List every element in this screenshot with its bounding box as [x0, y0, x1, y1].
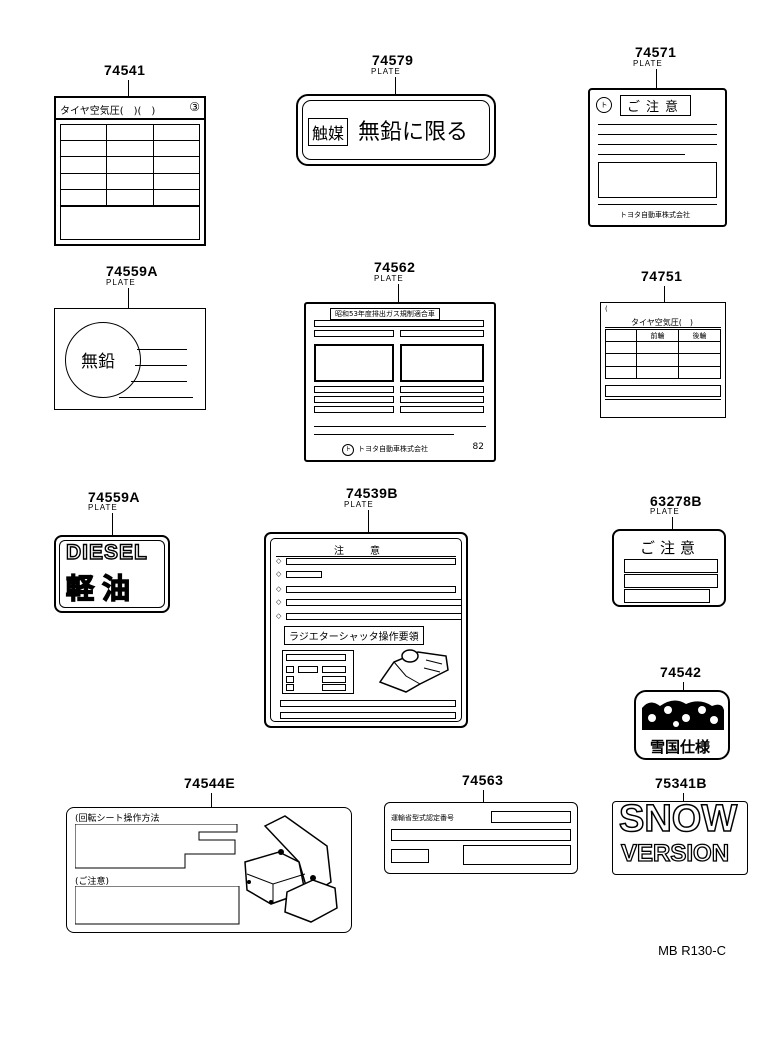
part-number-74559a-diesel: 74559A [88, 489, 141, 505]
plate-74579: 触媒 無鉛に限る [296, 94, 496, 166]
toyota-logo-icon: ト [342, 444, 354, 456]
version-text: VERSION [620, 839, 730, 867]
part-number-74563: 74563 [462, 772, 504, 788]
maker-name: トヨタ自動車株式会社 [358, 445, 428, 453]
diagram-reference-code: MB R130-C [658, 943, 726, 958]
leader-line [483, 790, 484, 802]
leader-line [683, 793, 684, 801]
plate-74751: ( タイヤ空気圧( ) 前輪後輪 [600, 302, 726, 418]
part-number-74544e: 74544E [184, 775, 236, 791]
catalyst-text: 触媒 [308, 118, 349, 146]
part-number-74542: 74542 [660, 664, 702, 680]
unleaded-only-text: 無鉛に限る [358, 120, 469, 145]
plate-74544e: (回転シート操作方法 (ご注意) [66, 807, 352, 933]
caution-title: ご注意 [620, 95, 692, 116]
plate-74559a-unleaded: 無鉛 [54, 308, 206, 410]
plate-sublabel: PLATE [374, 274, 404, 283]
diesel-text: DIESEL [65, 540, 148, 564]
tire-pressure-title: タイヤ空気圧( ) [631, 318, 694, 327]
light-oil-text: 軽油 [65, 571, 139, 605]
leader-line [656, 69, 657, 88]
rear-wheel-header: 後輪 [678, 329, 721, 342]
part-number-74579: 74579 [372, 52, 414, 68]
plate-74559a-diesel: DIESEL 軽油 [54, 535, 170, 613]
instruction-area [75, 824, 238, 869]
leader-line [112, 513, 113, 535]
leader-line [395, 77, 396, 94]
model-year: 82 [472, 442, 484, 452]
part-number-74539b: 74539B [346, 485, 399, 501]
front-wheel-header: 前輪 [636, 329, 679, 342]
bullet-icon: ◇ [276, 585, 282, 593]
part-number-74751: 74751 [641, 268, 683, 284]
leader-line [664, 286, 665, 302]
leader-line [672, 517, 673, 529]
emission-header: 昭和53年度排出ガス規制適合車 [330, 308, 440, 320]
maker-name: トヨタ自動車株式会社 [620, 211, 690, 219]
plate-sublabel: PLATE [633, 59, 663, 68]
plate-74563: 運輸省型式認定番号 [384, 802, 578, 874]
tire-pressure-table [59, 123, 201, 207]
leader-line [398, 284, 399, 302]
plate-sublabel: PLATE [344, 500, 374, 509]
plate-sublabel: PLATE [371, 67, 401, 76]
radiator-shutter-title: ラジエターシャッタ操作要領 [284, 626, 424, 645]
bullet-icon: ◇ [276, 612, 282, 620]
part-number-63278b: 63278B [650, 493, 703, 509]
caution-area [75, 886, 240, 925]
snow-text: SNOW [618, 797, 738, 841]
leader-line [211, 793, 212, 807]
unleaded-text: 無鉛 [81, 352, 115, 372]
tire-pressure-title: タイヤ空気圧( )( ) [60, 106, 156, 117]
snowflake-pattern-icon [642, 700, 724, 730]
seat-operation-title: (回転シート操作方法 [75, 814, 160, 824]
plate-sublabel: PLATE [106, 278, 136, 287]
leader-line [128, 288, 129, 308]
caution-title: 注 意 [334, 546, 382, 557]
part-number-74559a: 74559A [106, 263, 159, 279]
plate-74562: 昭和53年度排出ガス規制適合車 ト トヨタ自動車株式会社 82 [304, 302, 496, 462]
plate-sublabel: PLATE [88, 503, 118, 512]
tire-pressure-table: 前輪後輪 [605, 329, 721, 380]
part-number-74541: 74541 [104, 62, 146, 78]
paren-open: ( [605, 305, 608, 313]
caution-title: (ご注意) [75, 877, 110, 887]
part-number-74571: 74571 [635, 44, 677, 60]
plate-74539b: 注 意 ◇ ◇ ◇ ◇ ◇ ラジエターシャッタ操作要領 [264, 532, 468, 728]
shutter-illustration [378, 649, 449, 693]
plate-63278b: ご注意 [612, 529, 726, 607]
circle-number: ③ [189, 100, 200, 114]
part-number-74562: 74562 [374, 259, 416, 275]
leader-line [683, 682, 684, 690]
plate-sublabel: PLATE [650, 507, 680, 516]
type-approval-label: 運輸省型式認定番号 [391, 814, 454, 822]
snow-spec-text: 雪国仕様 [650, 738, 711, 756]
plate-75341b: SNOW VERSION [612, 797, 748, 875]
plate-74541: タイヤ空気圧( )( ) ③ [54, 96, 206, 246]
bullet-icon: ◇ [276, 598, 282, 606]
bullet-icon: ◇ [276, 570, 282, 578]
toyota-logo-icon: ト [596, 97, 612, 113]
rotating-seat-illustration [244, 815, 338, 923]
plate-74542: 雪国仕様 [634, 690, 730, 760]
part-number-75341b: 75341B [655, 775, 708, 791]
bullet-icon: ◇ [276, 557, 282, 565]
leader-line [368, 510, 369, 532]
plate-74571: ト ご注意 トヨタ自動車株式会社 [588, 88, 727, 227]
leader-line [128, 80, 129, 96]
caution-title: ご注意 [640, 539, 701, 557]
